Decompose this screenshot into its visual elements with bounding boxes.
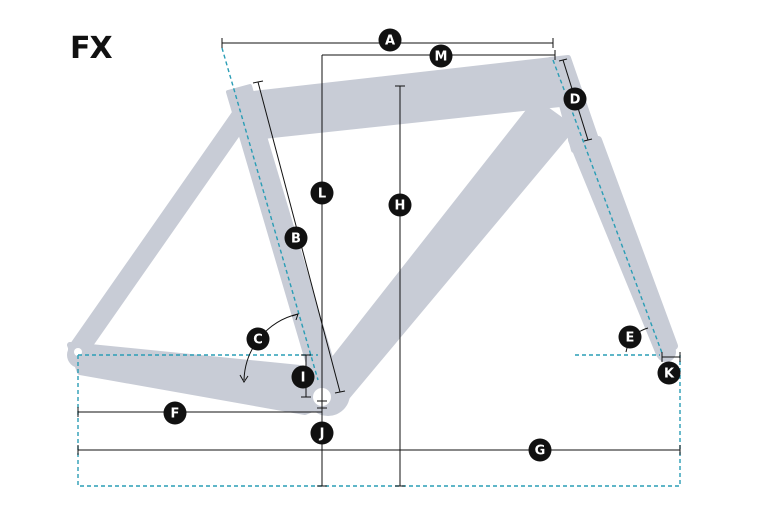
svg-text:B: B bbox=[291, 232, 301, 247]
svg-text:L: L bbox=[318, 187, 326, 202]
label-g: G bbox=[528, 438, 552, 462]
ground-reference-box bbox=[77, 355, 681, 487]
seat-stay bbox=[68, 108, 250, 360]
label-c: C bbox=[246, 327, 270, 351]
svg-text:G: G bbox=[535, 444, 546, 459]
label-l: L bbox=[310, 181, 334, 205]
measurement-lines bbox=[77, 38, 681, 487]
label-h: H bbox=[388, 193, 412, 217]
label-f: F bbox=[163, 401, 187, 425]
label-b: B bbox=[284, 226, 308, 250]
svg-text:A: A bbox=[385, 34, 395, 49]
top-tube bbox=[233, 57, 563, 141]
rear-axle-hole bbox=[74, 348, 82, 356]
label-j: J bbox=[310, 421, 334, 445]
svg-text:M: M bbox=[435, 50, 448, 65]
dimension-labels: A M D L H B C E bbox=[163, 28, 681, 462]
seat-tube-axis-line bbox=[221, 47, 319, 381]
label-d: D bbox=[563, 87, 587, 111]
svg-text:K: K bbox=[664, 367, 675, 382]
svg-text:J: J bbox=[319, 427, 325, 442]
model-name: FX bbox=[70, 31, 112, 66]
label-i: I bbox=[291, 365, 315, 389]
svg-text:C: C bbox=[253, 333, 263, 348]
label-e: E bbox=[618, 325, 642, 349]
label-k: K bbox=[657, 361, 681, 385]
svg-text:D: D bbox=[570, 93, 581, 108]
svg-text:I: I bbox=[301, 371, 306, 386]
svg-text:F: F bbox=[171, 407, 180, 422]
svg-text:E: E bbox=[626, 331, 635, 346]
label-a: A bbox=[378, 28, 402, 52]
label-m: M bbox=[429, 44, 453, 68]
down-tube bbox=[313, 99, 575, 401]
svg-text:H: H bbox=[395, 199, 406, 214]
bike-frame bbox=[67, 55, 678, 416]
